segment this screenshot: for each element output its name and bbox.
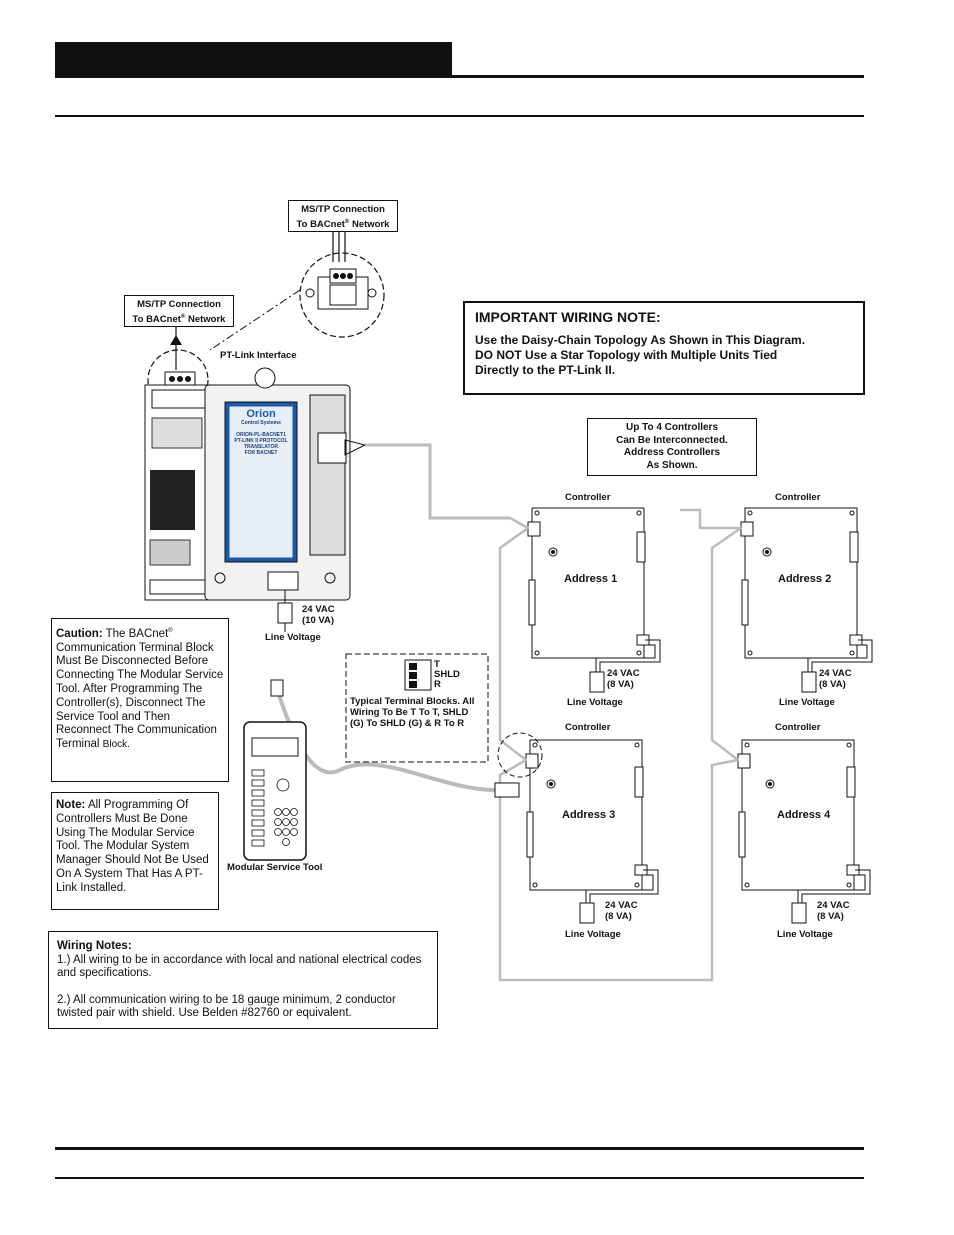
zoom-circle-top [299, 252, 385, 338]
controller-line-voltage-3: Line Voltage [565, 929, 621, 940]
controller-board-3 [525, 739, 648, 891]
controller-title-3: Controller [565, 722, 611, 733]
wiring-notes-title: Wiring Notes: [57, 940, 132, 952]
controller-address-3: Address 3 [562, 809, 616, 821]
wiring-notes-box: Wiring Notes: 1.) All wiring to be in ac… [48, 931, 438, 1029]
caution-bold: Caution: [56, 627, 103, 640]
controller-power-3: 24 VAC(8 VA) [605, 900, 638, 922]
programming-note-box: Note: All Programming Of Controllers Mus… [51, 792, 219, 910]
up-to-controllers-box: Up To 4 Controllers Can Be Interconnecte… [587, 418, 757, 476]
controller-line-voltage-1: Line Voltage [567, 697, 623, 708]
terminal-r-label: R [434, 679, 441, 690]
modular-service-tool [243, 721, 307, 861]
ptlink-label: PT-Link Interface [220, 350, 297, 361]
controller-title-4: Controller [775, 722, 821, 733]
controller-title-2: Controller [775, 492, 821, 503]
controller-power-1: 24 VAC(8 VA) [607, 668, 640, 690]
footer-rule-top [55, 1147, 864, 1150]
terminal-block-box [345, 653, 489, 763]
important-note-title: IMPORTANT WIRING NOTE: [475, 309, 661, 325]
controller-board-4 [737, 739, 860, 891]
terminal-t-label: T [434, 659, 440, 670]
mstp-label-left: MS/TP Connection To BACnet® Network [124, 295, 234, 327]
caution-box: Caution: The BACnet® Communication Termi… [51, 618, 229, 782]
orion-logo: Orion [246, 408, 276, 420]
controller-address-4: Address 4 [777, 809, 831, 821]
header-bar [55, 42, 452, 78]
important-wiring-note: IMPORTANT WIRING NOTE: Use the Daisy-Cha… [463, 301, 865, 395]
terminal-block-description: Typical Terminal Blocks. All Wiring To B… [350, 696, 475, 729]
controller-board-2 [740, 507, 863, 659]
subheader-rule [55, 115, 864, 117]
controller-line-voltage-2: Line Voltage [779, 697, 835, 708]
terminal-shld-label: SHLD [434, 669, 460, 680]
controller-line-voltage-4: Line Voltage [777, 929, 833, 940]
controller-address-2: Address 2 [778, 573, 832, 585]
service-tool-label: Modular Service Tool [227, 862, 323, 873]
note-bold: Note: [56, 799, 86, 811]
ptlink-power: 24 VAC (10 VA) [302, 604, 335, 626]
controller-title-1: Controller [565, 492, 611, 503]
mstp-label-top: MS/TP Connection To BACnet® Network [288, 200, 398, 232]
controller-power-2: 24 VAC(8 VA) [819, 668, 852, 690]
header-rule [452, 75, 864, 78]
service-tool-plug [270, 679, 284, 697]
controller-board-1 [527, 507, 650, 659]
ptlink-line-voltage: Line Voltage [265, 632, 321, 643]
ptlink-faceplate: Orion Control Systems ORION-PL-BACNET1 P… [230, 408, 292, 456]
pt-link-board [144, 367, 351, 601]
controller-power-4: 24 VAC(8 VA) [817, 900, 850, 922]
footer-rule-bottom [55, 1177, 864, 1179]
controller-address-1: Address 1 [564, 573, 618, 585]
